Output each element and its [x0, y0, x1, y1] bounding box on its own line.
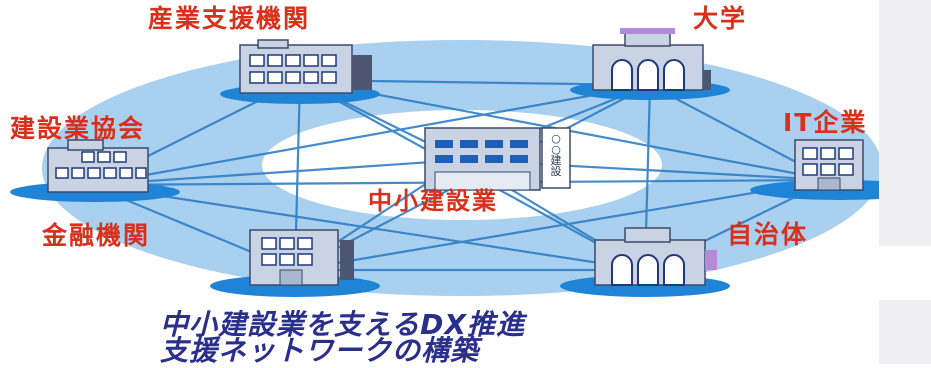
- label-it-company: IT企業: [783, 108, 868, 137]
- label-university: 大学: [693, 4, 748, 33]
- label-center: 中小建設業: [368, 187, 498, 215]
- label-industry-support: 産業支援機関: [148, 4, 311, 33]
- caption-line-2: 支援ネットワークの構築: [160, 334, 480, 367]
- central-company-building-icon: ○○建設: [424, 127, 571, 191]
- label-financial: 金融機関: [42, 221, 151, 250]
- label-municipality: 自治体: [727, 220, 809, 249]
- financial-building-icon: [210, 229, 380, 297]
- caption-line-1: 中小建設業を支えるDX推進: [160, 308, 525, 341]
- center-sign: ○○建設: [551, 132, 562, 178]
- side-panel-top: [879, 0, 931, 246]
- industry-support-building-icon: [220, 39, 380, 104]
- construction-association-building-icon: [10, 139, 180, 202]
- university-building-icon: [570, 28, 730, 100]
- municipality-building-icon: [560, 227, 730, 297]
- side-panel-bottom: [879, 300, 931, 364]
- label-construction-assoc: 建設業協会: [10, 114, 146, 143]
